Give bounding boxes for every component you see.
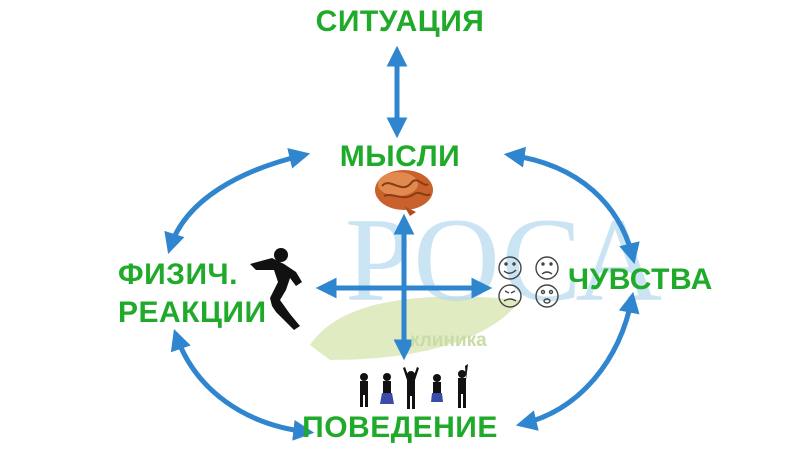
thoughts-label: МЫСЛИ <box>339 140 461 173</box>
arrow-thoughts-feelings <box>503 146 640 265</box>
watermark-text: клиника <box>410 330 487 351</box>
arrow-feelings-behavior <box>515 291 640 431</box>
brain-icon <box>375 170 433 216</box>
emotion-faces-icon <box>498 256 559 308</box>
arrow-thoughts-physical <box>164 148 311 255</box>
feelings-label: ЧУВСТВА <box>568 263 713 296</box>
people-silhouettes-icon <box>360 364 468 409</box>
arrow-physical-behavior <box>170 329 315 441</box>
physical-reactions-label: ФИЗИЧ. РЕАКЦИИ <box>118 256 267 332</box>
behavior-label: ПОВЕДЕНИЕ <box>302 411 498 444</box>
situation-label: СИТУАЦИЯ <box>315 5 485 38</box>
running-person-icon <box>250 248 302 330</box>
physical-label-line2: РЕАКЦИИ <box>118 296 267 329</box>
physical-label-line1: ФИЗИЧ. <box>118 258 238 291</box>
